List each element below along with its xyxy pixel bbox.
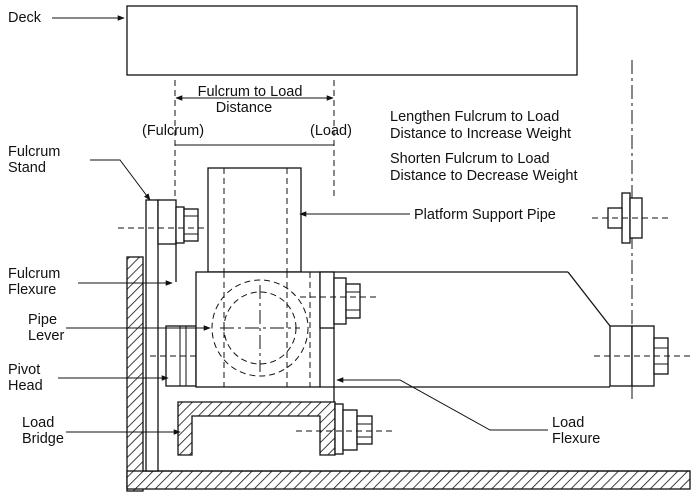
label-pivot-head-2: Head: [8, 378, 43, 394]
load-bridge: [177, 401, 336, 456]
label-load-flexure-1: Load: [552, 415, 584, 431]
fulcrum-stand: [145, 199, 177, 472]
platform-support-pipe: [207, 167, 302, 273]
load-bolt: [300, 271, 378, 329]
diagram-labels: Deck Fulcrum Stand Fulcrum Flexure Pipe …: [8, 10, 600, 447]
label-load-marker: (Load): [310, 123, 352, 139]
right-lower-bolt: [594, 325, 690, 387]
pivot-head: [150, 325, 220, 387]
label-load-bridge-1: Load: [22, 415, 54, 431]
label-fulcrum-stand-2: Stand: [8, 160, 46, 176]
label-deck: Deck: [8, 10, 42, 26]
label-platform-support-pipe: Platform Support Pipe: [414, 207, 556, 223]
label-lengthen-note-2: Distance to Increase Weight: [390, 126, 571, 142]
label-shorten-note-1: Shorten Fulcrum to Load: [390, 151, 550, 167]
label-shorten-note-2: Distance to Decrease Weight: [390, 168, 578, 184]
label-lengthen-note-1: Lengthen Fulcrum to Load: [390, 109, 559, 125]
fulcrum-stand-bolt: [118, 206, 218, 244]
label-pipe-lever-2: Lever: [28, 328, 64, 344]
label-load-flexure-2: Flexure: [552, 431, 600, 447]
label-distance-2: Distance: [216, 100, 272, 116]
load-bridge-bolt: [296, 403, 392, 455]
label-distance-1: Fulcrum to Load: [198, 84, 303, 100]
label-pipe-lever-1: Pipe: [28, 312, 57, 328]
label-fulcrum-flexure-1: Fulcrum: [8, 266, 60, 282]
distance-dimension: [174, 80, 335, 200]
label-load-bridge-2: Bridge: [22, 431, 64, 447]
label-pivot-head-1: Pivot: [8, 362, 40, 378]
leader-arrows: [52, 15, 548, 435]
deck: [126, 5, 578, 76]
label-fulcrum-flexure-2: Flexure: [8, 282, 56, 298]
lever-arm: [320, 271, 611, 388]
right-upper-bolt: [592, 192, 668, 244]
label-fulcrum-stand-1: Fulcrum: [8, 144, 60, 160]
pipe-lever: [195, 271, 321, 388]
label-fulcrum-marker: (Fulcrum): [142, 123, 204, 139]
